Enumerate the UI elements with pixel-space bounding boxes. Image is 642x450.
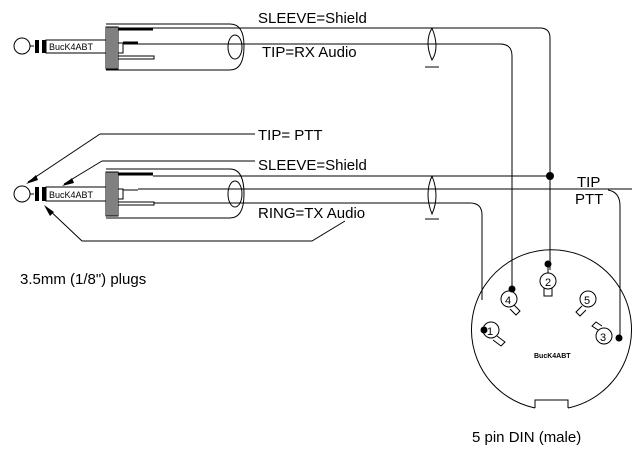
din-pin-5: 5 — [575, 290, 597, 317]
top-plug-ring-band — [35, 40, 39, 53]
din-pin-3: 3 — [591, 321, 623, 345]
din-brand: BucK4ABT — [534, 353, 571, 360]
plugs-caption: 3.5mm (1/8") plugs — [20, 271, 146, 288]
bottom-plug-shell — [106, 168, 245, 219]
bottom-ring-wire — [154, 202, 483, 300]
bottom-plug: BucK4ABT — [13, 133, 632, 300]
din-pin-4: 4 — [500, 285, 521, 316]
top-plug-tip — [13, 37, 31, 55]
din-key — [534, 399, 569, 408]
junction-label-ptt: PTT — [575, 191, 603, 208]
din-pin-1: 1 — [480, 321, 506, 347]
bottom-ring-label: RING=TX Audio — [258, 205, 365, 222]
top-plug-ring-band — [42, 40, 46, 53]
svg-text:1: 1 — [487, 326, 493, 338]
top-plug-brand: BucK4ABT — [49, 42, 94, 52]
junction-label-tip: TIP — [577, 174, 600, 191]
top-plug: BucK4ABT — [13, 23, 551, 290]
din-outline — [471, 249, 632, 409]
top-sleeve-label: SLEEVE=Shield — [258, 10, 367, 27]
bottom-tip-label: TIP= PTT — [258, 127, 323, 144]
svg-text:2: 2 — [545, 277, 551, 289]
svg-text:4: 4 — [505, 295, 511, 307]
din-pin-2: 2 — [539, 260, 557, 297]
din-caption: 5 pin DIN (male) — [472, 429, 581, 446]
svg-text:5: 5 — [584, 295, 590, 307]
top-tip-wire — [138, 43, 513, 290]
svg-text:3: 3 — [600, 332, 606, 344]
top-plug-shell — [106, 23, 245, 71]
bottom-plug-brand: BucK4ABT — [49, 190, 94, 200]
top-tip-label: TIP=RX Audio — [262, 44, 357, 61]
din-connector: BucK4ABT 1 2 3 4 5 — [471, 249, 632, 409]
ptt-to-pin3-wire — [607, 189, 621, 338]
bottom-sleeve-label: SLEEVE=Shield — [258, 157, 367, 174]
top-sleeve-wire — [153, 27, 551, 175]
ring-tx-leader — [82, 220, 346, 242]
bottom-plug-tip — [13, 185, 31, 203]
